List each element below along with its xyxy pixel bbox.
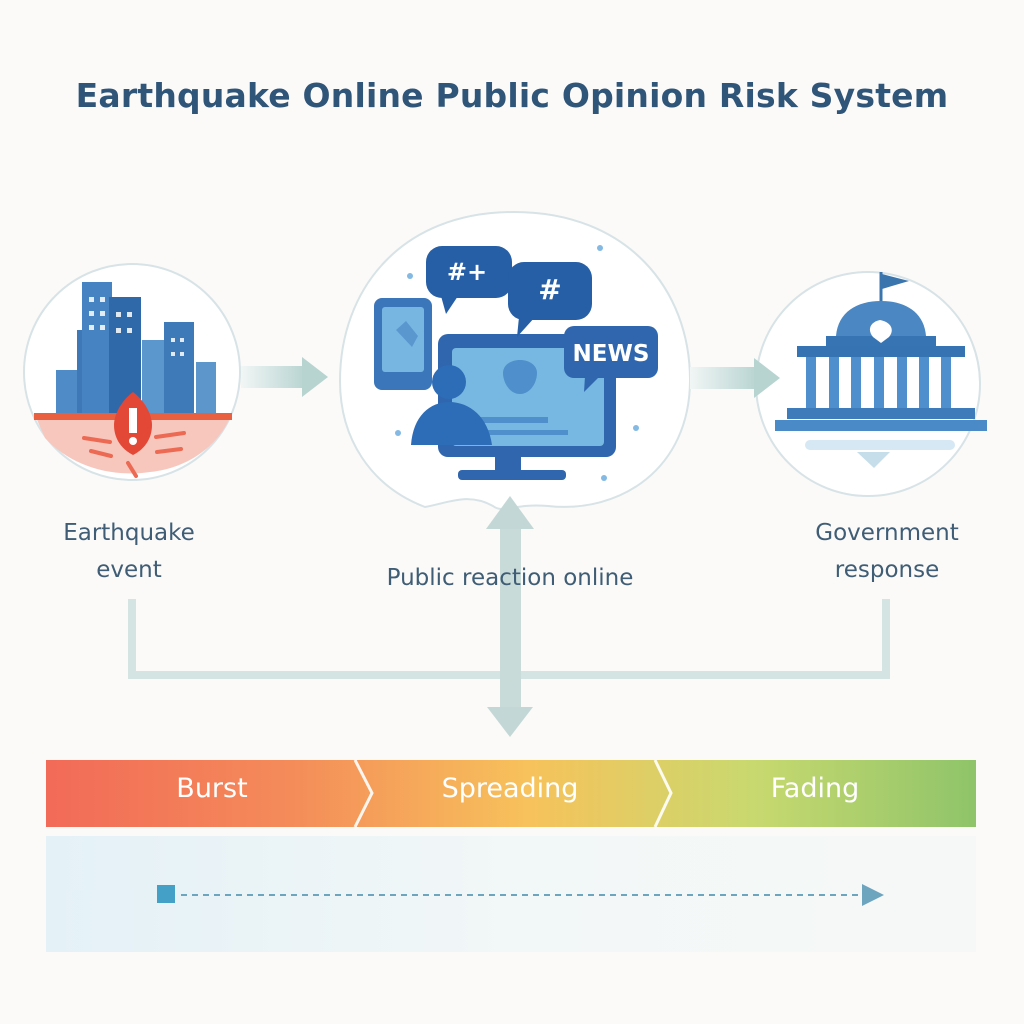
phase-burst-label: Burst xyxy=(176,773,248,804)
government-building-icon xyxy=(775,272,987,468)
phase-fading-label: Fading xyxy=(770,773,860,804)
public-reaction-label: Public reaction online xyxy=(386,565,634,591)
public-reaction-icon: #+ # NEWS xyxy=(374,245,658,481)
phase-spreading-label: Spreading xyxy=(441,773,579,804)
arrow-earthquake-to-public xyxy=(241,357,328,397)
arrow-public-to-government xyxy=(690,358,780,398)
page-title: Earthquake Online Public Opinion Risk Sy… xyxy=(75,76,949,115)
timeline-band xyxy=(46,836,976,952)
risk-phase-bar xyxy=(46,759,976,828)
hashtag-bubble-2-text: # xyxy=(538,273,561,306)
government-response-label: Government response xyxy=(815,520,959,583)
hashtag-bubble-1-text: #+ xyxy=(447,258,487,286)
news-badge-text: NEWS xyxy=(573,341,650,367)
earthquake-icon xyxy=(34,282,232,478)
vertical-flow-connectors xyxy=(128,496,890,737)
earthquake-event-label: Earthquake event xyxy=(63,520,195,583)
